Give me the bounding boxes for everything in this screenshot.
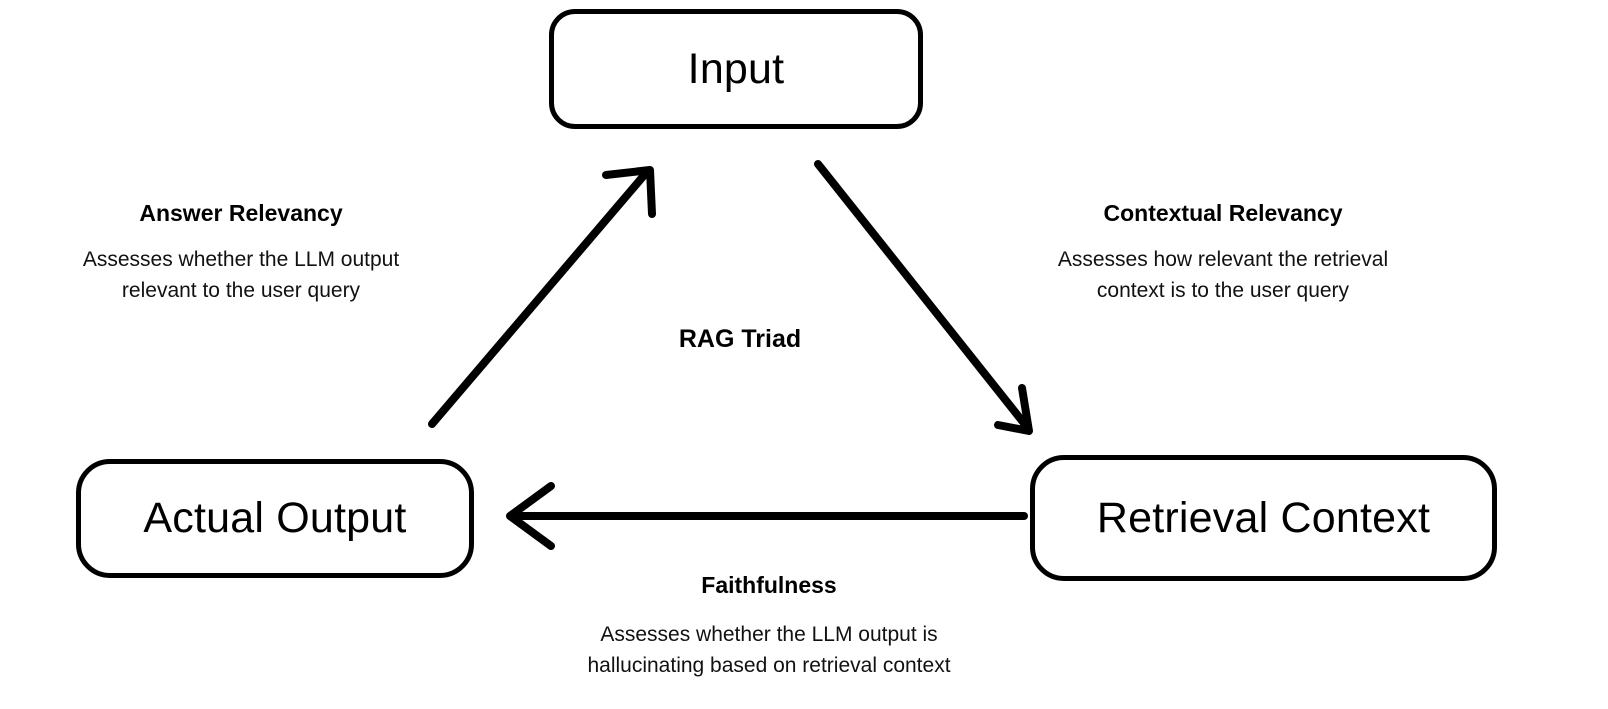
annotation-faithfulness: Faithfulness Assesses whether the LLM ou…	[530, 572, 1008, 681]
arrow-actual-output-to-input	[428, 166, 656, 428]
annotation-answer-relevancy-line2: relevant to the user query	[121, 278, 361, 302]
node-actual-output[interactable]: Actual Output	[76, 459, 474, 578]
annotation-contextual-relevancy-line1: Assesses how relevant the retrieval	[1057, 248, 1389, 272]
annotation-contextual-relevancy-title: Contextual Relevancy	[1103, 200, 1343, 226]
annotation-faithfulness-line2: hallucinating based on retrieval context	[587, 653, 951, 677]
annotation-contextual-relevancy: Contextual Relevancy Assesses how releva…	[1020, 200, 1426, 306]
annotation-answer-relevancy-description: Assesses whether the LLM output relevant…	[38, 245, 444, 306]
center-label-rag-triad: RAG Triad	[678, 325, 802, 353]
node-retrieval-context-label: Retrieval Context	[1096, 493, 1431, 542]
annotation-answer-relevancy: Answer Relevancy Assesses whether the LL…	[38, 200, 444, 306]
annotation-contextual-relevancy-description: Assesses how relevant the retrieval cont…	[1020, 245, 1426, 306]
annotation-answer-relevancy-title: Answer Relevancy	[139, 200, 343, 226]
arrow-input-to-retrieval-context	[814, 160, 1033, 435]
annotation-contextual-relevancy-line2: context is to the user query	[1096, 278, 1350, 302]
node-input[interactable]: Input	[549, 9, 923, 129]
arrow-retrieval-context-to-actual-output	[506, 482, 1028, 550]
node-actual-output-label: Actual Output	[143, 494, 407, 542]
annotation-answer-relevancy-line1: Assesses whether the LLM output	[82, 248, 400, 272]
node-input-label: Input	[687, 44, 785, 93]
annotation-faithfulness-title: Faithfulness	[701, 572, 837, 598]
node-retrieval-context[interactable]: Retrieval Context	[1030, 455, 1497, 581]
annotation-faithfulness-line1: Assesses whether the LLM output is	[600, 623, 938, 647]
annotation-faithfulness-description: Assesses whether the LLM output is hallu…	[530, 620, 1008, 681]
